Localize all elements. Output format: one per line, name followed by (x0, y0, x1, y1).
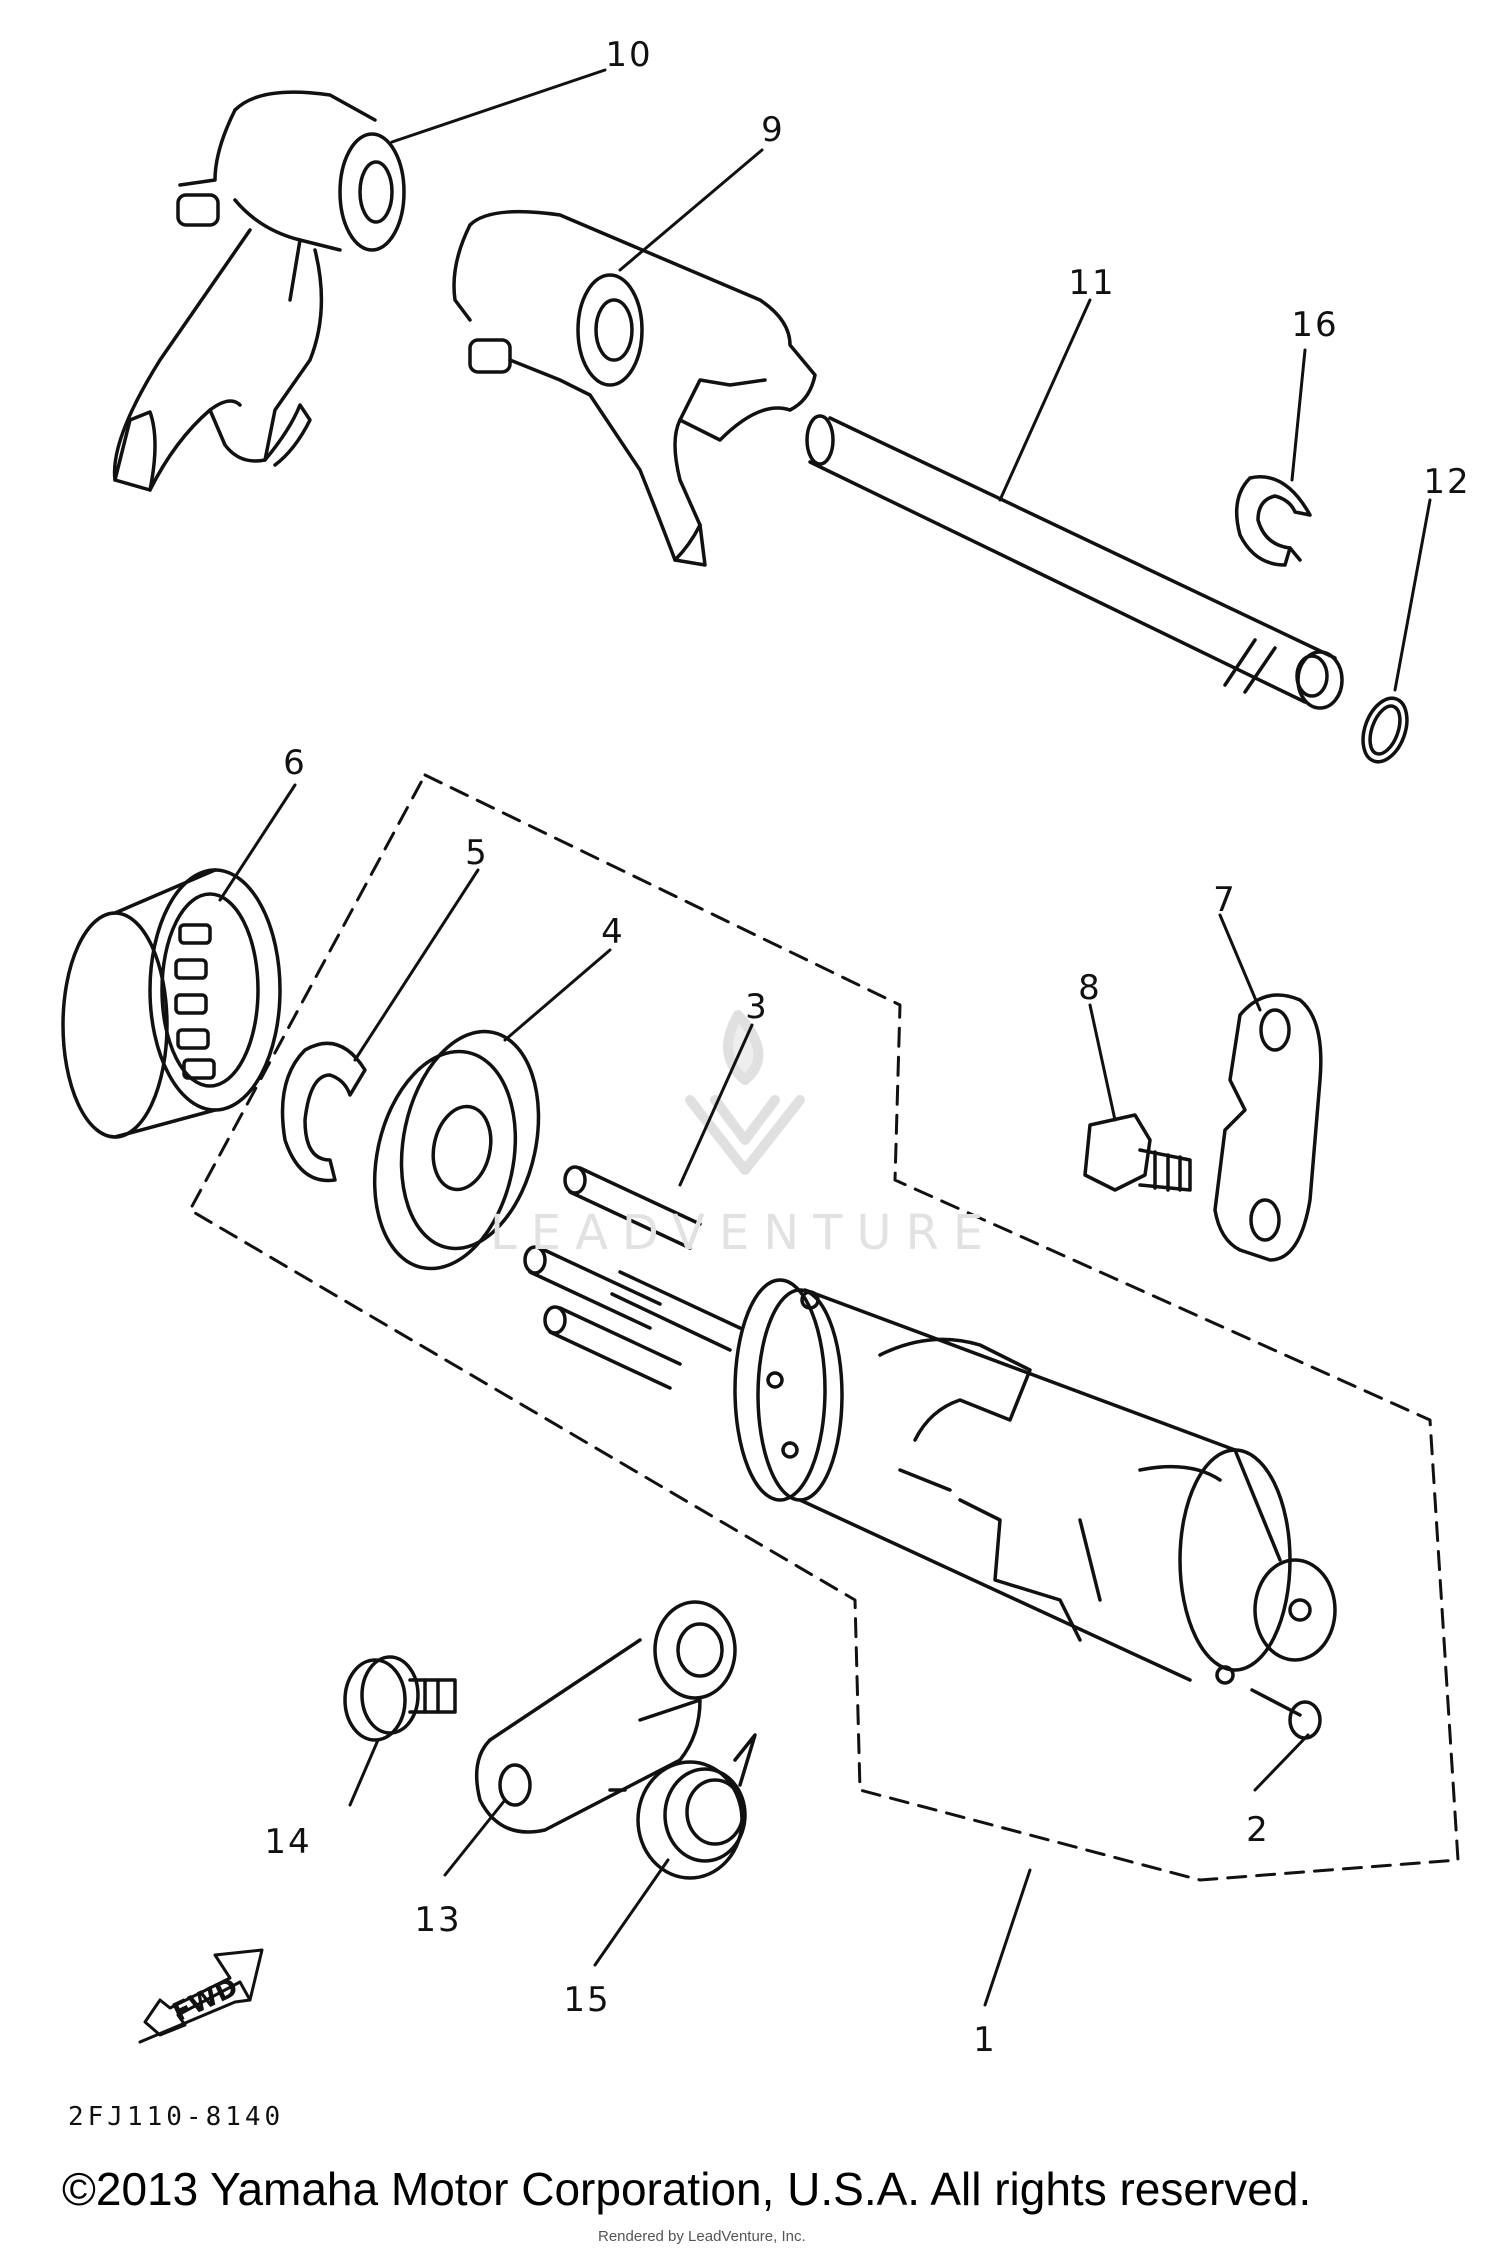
callout-9: 9 (761, 110, 785, 150)
pin-2 (1215, 1665, 1322, 1740)
callout-15: 15 (563, 1980, 611, 2020)
callout-11: 11 (1068, 263, 1116, 303)
callout-13: 13 (414, 1900, 462, 1940)
bolt-14 (343, 1655, 457, 1742)
bearing-6 (61, 868, 282, 1139)
torsion-spring-15 (636, 1733, 757, 1880)
callout-8: 8 (1078, 968, 1102, 1008)
callout-6: 6 (283, 743, 307, 783)
callout-10: 10 (605, 35, 653, 75)
fwd-label: FWD (168, 1972, 242, 2028)
circlip-5 (280, 1041, 367, 1183)
part-code: 2FJ110-8140 (68, 2102, 285, 2132)
callout-16: 16 (1291, 305, 1339, 345)
callout-3: 3 (745, 987, 769, 1027)
o-ring-12 (1361, 696, 1409, 764)
callout-2: 2 (1246, 1810, 1270, 1850)
callout-4: 4 (601, 912, 625, 952)
rendered-by-note: Rendered by LeadVenture, Inc. (598, 2228, 806, 2245)
guide-pins-3 (523, 1165, 742, 1390)
copyright-notice: ©2013 Yamaha Motor Corporation, U.S.A. A… (62, 2163, 1312, 2215)
callout-1: 1 (973, 2020, 997, 2060)
leader-lines (218, 68, 1432, 2007)
forward-arrow-icon: FWD (138, 1948, 264, 2044)
assembly-dashed-outline (188, 773, 1460, 1882)
bolt-8 (1083, 1113, 1192, 1192)
shift-fork-shaft-11 (805, 414, 1344, 710)
shift-fork-10 (112, 90, 406, 492)
callout-7: 7 (1213, 880, 1237, 920)
callout-14: 14 (264, 1822, 312, 1862)
watermark-text: LEADVENTURE (490, 1205, 998, 1261)
callout-5: 5 (465, 833, 489, 873)
circlip-16 (1234, 475, 1312, 567)
callout-12: 12 (1423, 462, 1471, 502)
shift-fork-9 (452, 209, 817, 567)
washer-4 (372, 1029, 541, 1271)
shift-drum-1 (733, 1278, 1337, 1682)
stopper-lever-13 (474, 1600, 737, 1834)
stopper-plate-7 (1213, 993, 1323, 1262)
o-ring-12-inner (1368, 704, 1402, 756)
